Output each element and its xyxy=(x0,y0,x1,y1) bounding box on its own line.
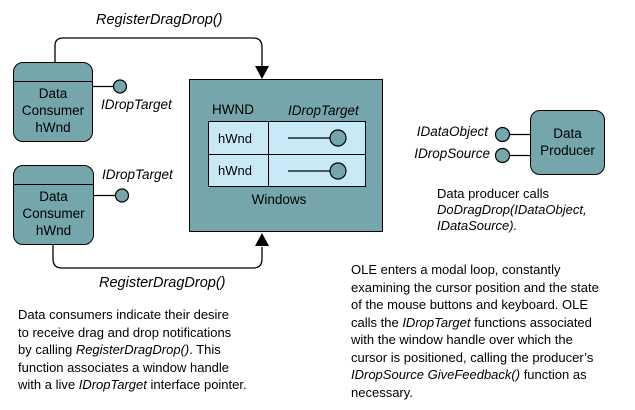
paragraph-line: of the mouse buttons and keyboard. OLE xyxy=(351,296,599,314)
text-segment: function associates a window handle xyxy=(18,359,230,375)
text-segment: IDropSource GiveFeedback() xyxy=(351,367,521,382)
paragraph-line: calls the IDropTarget functions associat… xyxy=(351,314,599,332)
text-segment: with the window handle over which the xyxy=(351,332,573,347)
paragraph-line: OLE enters a modal loop, constantly xyxy=(351,261,599,279)
interface-lollipop-icon xyxy=(92,79,128,94)
consumer-line-2: Consumer xyxy=(21,103,85,118)
consumer-box-label: Data Consumer hWnd xyxy=(14,82,92,136)
caption-text: IDataSource). xyxy=(437,218,518,233)
producer-box-label: Data Producer xyxy=(531,111,604,159)
consumer-line-1: Data xyxy=(39,189,68,204)
hwnd-cell: hWnd xyxy=(209,155,269,186)
text-segment: cursor is positioned, calling the produc… xyxy=(351,349,594,365)
text-segment: calls the xyxy=(351,314,403,330)
text-segment: of the mouse buttons and keyboard. OLE xyxy=(351,297,589,312)
text-segment: IDropTarget xyxy=(78,377,147,392)
text-segment: OLE enters a modal loop, constantly xyxy=(351,262,561,277)
consumer-line-1: Data xyxy=(38,86,68,101)
paragraph-line: Data consumers indicate their desire xyxy=(18,306,247,324)
register-dragdrop-top-label: RegisterDragDrop() xyxy=(96,12,223,28)
text-segment: necessary. xyxy=(351,384,413,400)
interface-lollipop-icon xyxy=(288,129,347,147)
text-segment: RegisterDragDrop() xyxy=(75,342,190,357)
interface-lollipop-icon xyxy=(288,161,347,180)
caption-line: IDataSource). xyxy=(437,218,587,234)
interface-lollipop-icon xyxy=(94,188,130,203)
pointer-cell xyxy=(269,155,365,186)
idroptarget-label-2: IDropTarget xyxy=(102,167,173,182)
idataobject-label: IDataObject xyxy=(416,124,488,139)
idroptarget-column-header: IDropTarget xyxy=(288,103,359,118)
text-segment: function as xyxy=(520,367,587,382)
consumer-box-label: Data Consumer hWnd xyxy=(14,185,93,239)
windows-caption: Windows xyxy=(251,192,307,207)
producer-line-1: Data xyxy=(553,126,582,141)
data-producer-box: Data Producer xyxy=(530,110,605,175)
paragraph-line: with a live IDropTarget interface pointe… xyxy=(18,376,247,394)
paragraph-line: with the window handle over which the xyxy=(351,331,599,349)
text-segment: with a live xyxy=(18,377,79,392)
interface-lollipop-icon xyxy=(494,147,531,164)
consumer-title-band xyxy=(14,166,93,185)
idroptarget-label-1: IDropTarget xyxy=(101,97,172,112)
paragraph-line: examining the cursor position and the st… xyxy=(351,279,599,297)
text-segment: by calling xyxy=(18,342,76,357)
text-segment: to receive drag and drop notifications xyxy=(18,324,232,340)
paragraph-line: IDropSource GiveFeedback() function as xyxy=(351,366,599,384)
consumer-line-3: hWnd xyxy=(35,120,71,135)
windows-box: HWND IDropTarget hWnd hWnd xyxy=(189,79,383,232)
paragraph-line: cursor is positioned, calling the produc… xyxy=(351,349,599,367)
text-segment: IDropTarget xyxy=(402,314,471,330)
paragraph-line: to receive drag and drop notifications xyxy=(18,324,247,342)
data-consumer-box-2: Data Consumer hWnd xyxy=(13,165,94,245)
ole-explanation-paragraph: OLE enters a modal loop, constantly exam… xyxy=(351,261,599,401)
consumer-line-2: Consumer xyxy=(22,206,85,221)
text-segment: interface pointer. xyxy=(146,377,247,392)
register-dragdrop-bottom-label: RegisterDragDrop() xyxy=(99,275,226,291)
consumer-title-band xyxy=(14,63,92,82)
paragraph-line: by calling RegisterDragDrop(). This xyxy=(18,341,247,359)
producer-line-2: Producer xyxy=(540,143,595,158)
hwnd-cell: hWnd xyxy=(209,122,269,154)
consumer-line-3: hWnd xyxy=(35,223,72,238)
table-row: hWnd xyxy=(209,122,365,154)
caption-line: Data producer calls xyxy=(437,186,587,202)
paragraph-line: function associates a window handle xyxy=(18,359,247,377)
hwnd-column-header: HWND xyxy=(212,102,254,117)
caption-text: Data producer calls xyxy=(437,186,549,201)
producer-caption: Data producer calls DoDragDrop(IDataObje… xyxy=(437,186,587,234)
hwnd-interface-table: hWnd hWnd xyxy=(208,121,366,187)
caption-line: DoDragDrop(IDataObject, xyxy=(437,202,587,218)
text-segment: . This xyxy=(189,342,221,357)
table-row: hWnd xyxy=(209,154,365,186)
text-segment: functions associated xyxy=(470,314,592,330)
text-segment: examining the cursor position and the st… xyxy=(351,279,599,295)
text-segment: Data consumers indicate their desire xyxy=(18,307,229,322)
idropsource-label: IDropSource xyxy=(414,146,490,161)
pointer-cell xyxy=(269,122,365,154)
paragraph-line: necessary. xyxy=(351,384,599,402)
data-consumer-box-1: Data Consumer hWnd xyxy=(13,62,93,142)
interface-lollipop-icon xyxy=(494,126,531,143)
caption-text: DoDragDrop(IDataObject, xyxy=(437,202,587,217)
consumer-explanation-paragraph: Data consumers indicate their desire to … xyxy=(18,306,247,394)
